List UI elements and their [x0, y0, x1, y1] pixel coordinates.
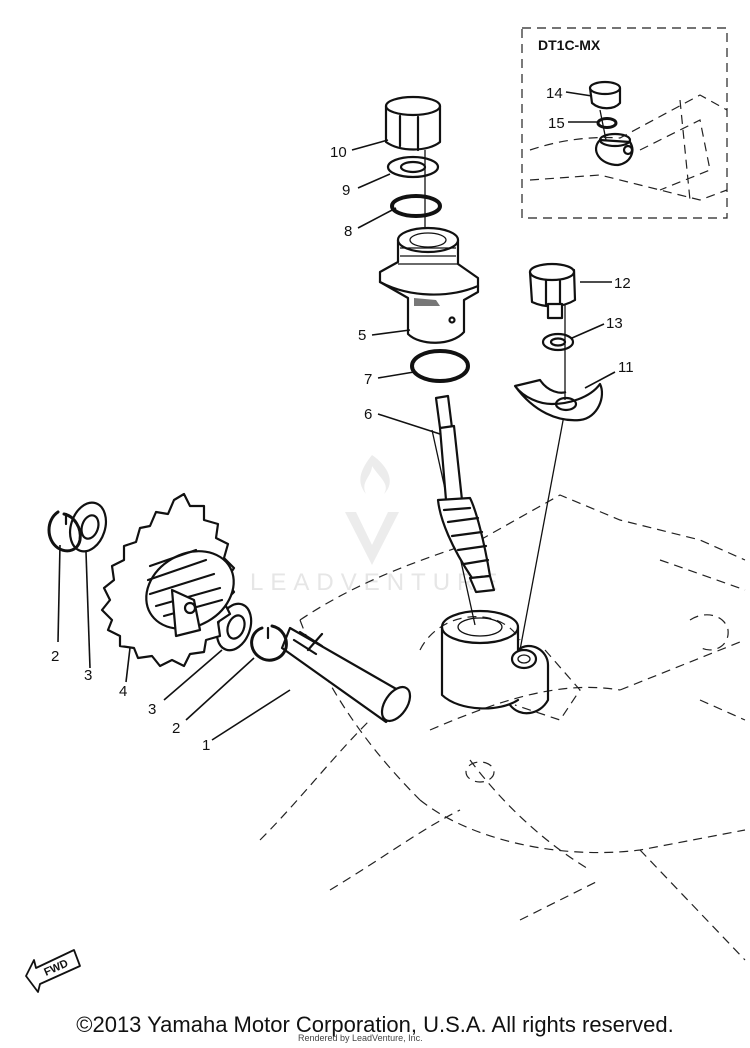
callout-11: 11: [618, 359, 634, 376]
part-13-washer: [541, 332, 575, 352]
part-3-washer-left: [68, 501, 108, 553]
part-12-bolt: [528, 262, 577, 320]
part-2-circlip-right: [250, 624, 288, 662]
callout-10: 10: [330, 144, 347, 161]
callout-7: 7: [364, 371, 372, 388]
watermark-logo: LEADVENTURE: [250, 455, 504, 596]
inset-title: DT1C-MX: [538, 37, 601, 53]
callout-12: 12: [614, 275, 631, 292]
part-8-o-ring: [390, 194, 442, 218]
part-6-shaft: [434, 394, 496, 594]
part-4-kick-gear: [100, 492, 236, 668]
part-1-kick-shaft: [280, 626, 412, 724]
shaft-boss: [440, 609, 550, 715]
rendered-by-text: Rendered by LeadVenture, Inc.: [298, 1033, 423, 1043]
callout-6: 6: [364, 406, 372, 423]
inset-frame: DT1C-MX: [521, 27, 728, 219]
fwd-arrow-icon: FWD: [25, 949, 81, 993]
callout-8: 8: [344, 223, 352, 240]
copyright-text: ©2013 Yamaha Motor Corporation, U.S.A. A…: [76, 1012, 674, 1037]
part-9-washer: [386, 155, 440, 179]
callout-9: 9: [342, 182, 350, 199]
callout-15: 15: [548, 115, 565, 132]
part-11-lock-plate: [513, 378, 604, 422]
callout-3-right: 3: [148, 701, 156, 718]
callout-14: 14: [546, 85, 563, 102]
watermark-text: LEADVENTURE: [250, 569, 504, 596]
callout-1: 1: [202, 737, 210, 754]
part-5-housing: [378, 226, 480, 344]
part-7-o-ring: [410, 349, 470, 383]
crankcase-outline: [259, 494, 746, 961]
callout-2-right: 2: [172, 720, 180, 737]
part-2-circlip-left: [47, 510, 82, 553]
part-10-bushing: [384, 95, 442, 152]
callouts: 10 9 8 5 7 6 12 13 11 14 15 2 3 4 3 2 1: [51, 85, 634, 754]
callout-4: 4: [119, 683, 127, 700]
callout-3-left: 3: [84, 667, 92, 684]
callout-13: 13: [606, 315, 623, 332]
callout-5: 5: [358, 327, 366, 344]
leader-lines: [57, 91, 616, 741]
callout-2-left: 2: [51, 648, 59, 665]
